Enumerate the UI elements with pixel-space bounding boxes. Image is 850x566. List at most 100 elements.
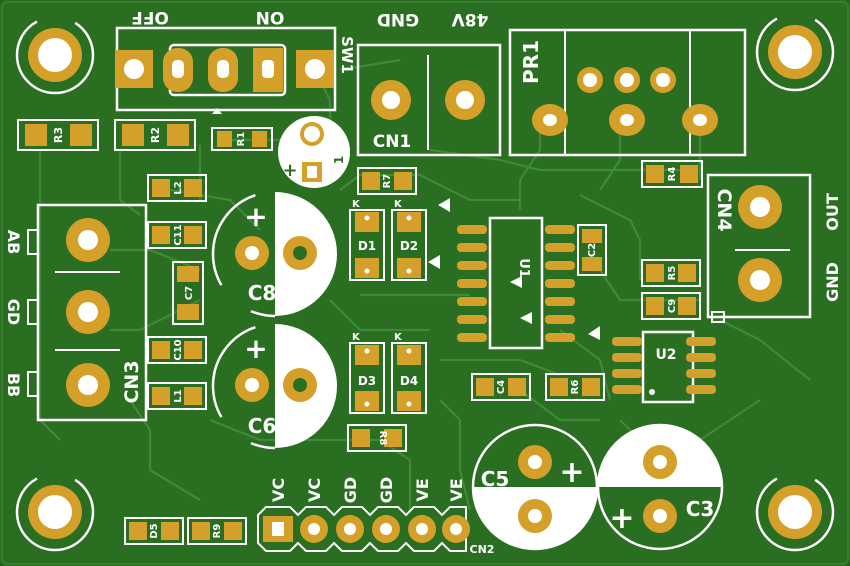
connector-cn4: [706, 173, 812, 323]
resistor-r2: [114, 119, 196, 151]
diode-d2: [391, 209, 427, 281]
diode-d5: [124, 517, 184, 545]
r8-label: R8: [377, 431, 388, 446]
cn2-pin-label-4: GD: [377, 477, 396, 503]
diode-d4: [391, 342, 427, 414]
connector-cn3: [27, 203, 148, 422]
c7-label: C7: [184, 286, 195, 300]
mounting-hole-bottom-left: [15, 472, 95, 552]
connector-cn1: [356, 43, 502, 157]
c3-label: C3: [686, 497, 715, 521]
connector-cn2: [257, 506, 470, 552]
cn4-pin-label-out: OUT: [823, 193, 842, 231]
switch-off-label: OFF: [131, 7, 169, 27]
c6-plus-mark: +: [244, 332, 267, 365]
r6-label: R6: [570, 380, 581, 395]
switch-sw1: [115, 26, 337, 114]
capacitor-c2: [577, 224, 607, 276]
cn1-pin-label-gnd: GND: [377, 9, 419, 29]
l2-label: L2: [173, 181, 184, 194]
resistor-r5: [641, 259, 701, 287]
resistor-r9: [187, 517, 247, 545]
r5-label: R5: [667, 266, 678, 281]
capacitor-c6: [211, 322, 337, 450]
d4-label: D4: [400, 374, 418, 388]
d3-label: D3: [358, 374, 376, 388]
c11-label: C11: [173, 224, 184, 245]
c6-label: C6: [248, 414, 277, 438]
c1-plus-mark: +: [282, 160, 297, 181]
resistor-r1: [211, 127, 273, 151]
capacitor-c4: [471, 373, 531, 401]
diode-d3: [349, 342, 385, 414]
pin1-marker: [588, 326, 600, 340]
capacitor-c5: [471, 423, 599, 551]
c1-label: 1: [332, 156, 346, 164]
resistor-r6: [545, 373, 605, 401]
mounting-hole-bottom-right: [755, 472, 835, 552]
d5-label: D5: [149, 523, 160, 538]
d4-cathode-mark: K: [394, 332, 403, 343]
resistor-r8: [347, 424, 407, 452]
u2-label: U2: [655, 347, 676, 363]
r3-label: R3: [52, 127, 65, 143]
c8-plus-mark: +: [244, 200, 267, 233]
c2-label: C2: [587, 243, 598, 257]
c9-label: C9: [667, 299, 678, 313]
c4-label: C4: [496, 380, 507, 394]
cn4-ref-label: CN4: [713, 188, 735, 231]
l1-label: L1: [173, 389, 184, 402]
inductor-l1: [147, 382, 207, 410]
r7-label: R7: [382, 174, 393, 189]
switch-on-label: ON: [256, 7, 285, 27]
cn3-pin-label-bb: BB: [4, 373, 23, 397]
r4-label: R4: [667, 167, 678, 182]
cn2-pin-label-3: GD: [341, 477, 360, 503]
resistor-r7: [357, 167, 417, 195]
d1-cathode-mark: K: [352, 199, 361, 210]
d3-cathode-mark: K: [352, 332, 361, 343]
capacitor-c10: [147, 336, 207, 364]
cn3-pin-label-ab: AB: [4, 230, 23, 255]
r9-label: R9: [212, 524, 223, 539]
capacitor-c3: [596, 423, 724, 551]
d2-label: D2: [400, 239, 418, 253]
capacitor-c7: [172, 261, 204, 325]
c5-plus-mark: +: [559, 455, 584, 490]
resistor-r4: [641, 160, 703, 188]
r2-label: R2: [149, 127, 162, 143]
pin1-marker: [438, 198, 450, 212]
potentiometer-pr1: [508, 28, 747, 157]
switch-ref-label: SW1: [338, 36, 356, 74]
cn2-pin-label-1: VC: [269, 478, 288, 502]
capacitor-c1: [278, 116, 350, 188]
ic-u2: [612, 330, 716, 404]
c10-label: C10: [173, 339, 184, 360]
capacitor-c8: [211, 190, 337, 318]
mounting-hole-top-right: [755, 12, 835, 92]
resistor-r3: [17, 119, 99, 151]
cn3-ref-label: CN3: [121, 360, 143, 403]
inductor-l2: [147, 174, 207, 202]
c8-label: C8: [248, 281, 277, 305]
d1-label: D1: [358, 239, 376, 253]
pin1-marker: [428, 255, 440, 269]
diode-d1: [349, 209, 385, 281]
pot-ref-label: PR1: [519, 40, 543, 84]
u1-label: U1: [516, 258, 531, 278]
cn2-pin-label-5: VE: [413, 478, 432, 501]
cn2-pin-label-2: VC: [305, 478, 324, 502]
ic-u1: [457, 216, 575, 350]
cn1-pin-label-48v: 48V: [451, 9, 489, 29]
cn3-pin-label-gd: GD: [4, 299, 23, 325]
cn4-pin-label-gnd: GND: [823, 262, 842, 302]
cn2-pin-label-6: VE: [447, 478, 466, 501]
c3-plus-mark: +: [609, 501, 634, 536]
c5-label: C5: [481, 467, 510, 491]
mounting-hole-top-left: [15, 15, 95, 95]
capacitor-c11: [147, 221, 207, 249]
capacitor-c9: [641, 292, 701, 320]
cn2-ref-label: CN2: [470, 543, 495, 556]
